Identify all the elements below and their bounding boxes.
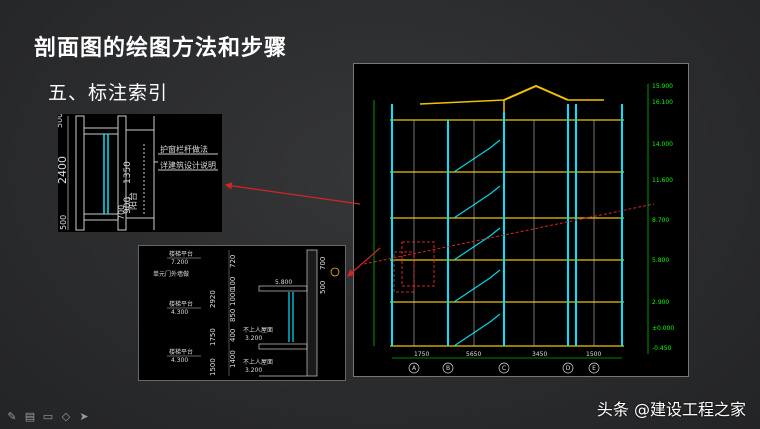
detail-top-dim-2: 2400 — [58, 156, 69, 184]
detail-bottom-frame — [138, 245, 346, 381]
bottom-dim-1: 1750 — [414, 351, 429, 358]
detail-top-drawing: 500 2400 900 1350 700 500 阳台 护窗栏杆做法 详建筑设… — [58, 114, 222, 232]
slide-title: 剖面图的绘图方法和步骤 — [34, 36, 288, 61]
detail-bottom-label-2: 7.200 — [171, 259, 188, 266]
elevation-8: ±0.000 — [652, 325, 674, 332]
slide-subtitle: 五、标注索引 — [48, 82, 169, 104]
detail-bottom-label-11: 不上人屋面 — [243, 358, 273, 366]
detail-top-dim-4: 1350 — [123, 161, 133, 184]
detail-bottom-dim-6: 1750 — [209, 328, 217, 346]
detail-bottom-label-9: 3.200 — [245, 335, 262, 342]
bottom-dim-3: 3450 — [532, 351, 547, 358]
detail-top-note-1: 护窗栏杆做法 — [160, 144, 208, 154]
elevation-3: 14.000 — [652, 141, 673, 148]
section-frame — [353, 63, 689, 377]
detail-bottom-dim-2: 2920 — [209, 290, 217, 308]
detail-bottom-dim-7: 400 — [229, 329, 237, 342]
detail-top-note-2: 详建筑设计说明 — [160, 160, 216, 170]
detail-bottom-label-6: 楼梯平台 — [169, 348, 193, 356]
elevation-1: 15.900 — [652, 83, 673, 90]
detail-bottom-label-3: 单元门外墙做 — [153, 270, 189, 278]
detail-bottom-dim-10: 500 — [319, 281, 327, 294]
bottom-dim-4: 1500 — [586, 351, 601, 358]
elevation-2: 16.100 — [652, 99, 673, 106]
detail-bottom-drawing: 楼梯平台 7.200 单元门外墙做 楼梯平台 4.300 楼梯平台 4.300 … — [139, 246, 345, 380]
axis-2: B — [446, 365, 450, 372]
detail-bottom-label-5: 4.300 — [171, 309, 188, 316]
detail-bottom-dim-9: 1500 — [209, 358, 217, 376]
detail-bottom-dim-11: 700 — [319, 257, 327, 270]
axis-5: E — [592, 365, 596, 372]
detail-bottom-label-10: 5.800 — [275, 279, 292, 286]
pointer-icon[interactable]: ➤ — [79, 409, 89, 423]
axis-1: A — [412, 365, 417, 372]
detail-bottom-dim-3: 100 — [229, 277, 237, 290]
detail-bottom-dim-4: 1000 — [229, 288, 237, 306]
detail-bottom-label-1: 楼梯平台 — [169, 250, 193, 258]
watermark: 头条 @建设工程之家 — [596, 400, 746, 419]
detail-bottom-label-4: 楼梯平台 — [169, 300, 193, 308]
section-drawing: 15.900 16.100 14.000 11.600 8.700 5.800 … — [354, 64, 688, 376]
bottom-dim-2: 5650 — [466, 351, 481, 358]
detail-bottom-dim-5: 850 — [229, 309, 237, 322]
monitor-icon[interactable]: ▭ — [42, 409, 54, 423]
detail-bottom-label-7: 4.300 — [171, 357, 188, 364]
detail-top-dim-5: 700 — [117, 205, 126, 220]
detail-bottom-dim-8: 1400 — [229, 350, 237, 368]
detail-top-dim-6: 500 — [59, 215, 68, 230]
slides-icon[interactable]: ▤ — [24, 409, 36, 423]
detail-bottom-label-8: 不上人屋面 — [243, 326, 273, 334]
detail-bottom-label-12: 3.200 — [245, 367, 262, 374]
elevation-4: 11.600 — [652, 177, 673, 184]
presentation-toolbar: ✎ ▤ ▭ ◇ ➤ — [6, 408, 90, 424]
detail-top-room: 阳台 — [127, 192, 139, 210]
detail-top-dim-1: 500 — [58, 114, 64, 128]
axis-4: D — [566, 365, 571, 372]
elevation-9: -0.450 — [652, 345, 672, 352]
elevation-7: 2.900 — [652, 299, 669, 306]
elevation-6: 5.800 — [652, 257, 669, 264]
detail-bottom-dim-1: 720 — [229, 255, 237, 268]
eraser-icon[interactable]: ◇ — [61, 409, 71, 423]
detail-top-dim-3: 900 — [123, 197, 133, 214]
pen-icon[interactable]: ✎ — [7, 409, 17, 423]
axis-3: C — [502, 365, 506, 372]
elevation-5: 8.700 — [652, 217, 669, 224]
